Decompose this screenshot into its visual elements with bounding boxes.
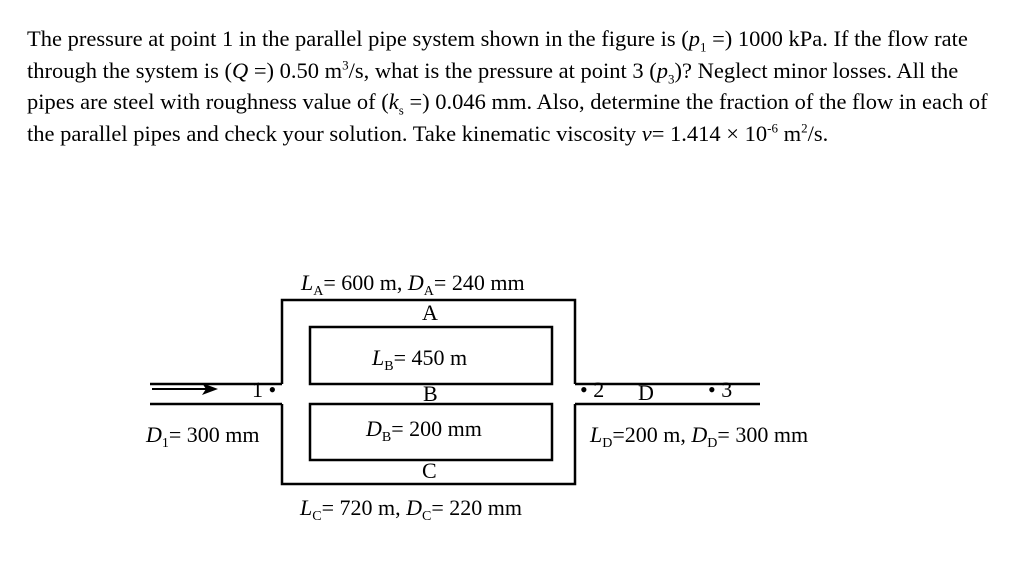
point-2-label: • 2 <box>580 377 604 402</box>
pipe-d-spec: LD=200 m, DD= 300 mm <box>589 422 808 451</box>
pipe-a <box>280 298 577 384</box>
pipe-b-label: B <box>423 381 438 406</box>
pipe-a-spec: LA= 600 m, DA= 240 mm <box>300 270 525 299</box>
pipe-c-spec: LC= 720 m, DC= 220 mm <box>299 495 522 524</box>
pipe-b-top-wall <box>308 325 554 386</box>
pipe-c <box>280 404 577 486</box>
point-1-label: 1 • <box>252 377 276 402</box>
problem-statement: The pressure at point 1 in the parallel … <box>27 26 988 146</box>
point-3-label: • 3 <box>708 377 732 402</box>
flow-arrow <box>152 383 218 395</box>
pipe-d-label: D <box>638 380 654 405</box>
pipe-a-label: A <box>422 300 438 325</box>
pipe-b-bottom-wall <box>308 402 554 462</box>
pipe-c-label: C <box>422 458 437 483</box>
pipe-b-diameter: DB= 200 mm <box>365 416 482 445</box>
pipe-b-length: LB= 450 m <box>371 345 467 374</box>
inlet-diameter: D1= 300 mm <box>145 422 260 451</box>
